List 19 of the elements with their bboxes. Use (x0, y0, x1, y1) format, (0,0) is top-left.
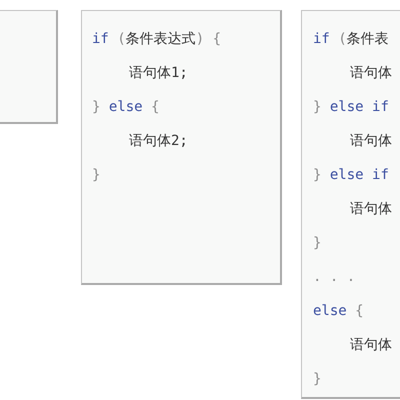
code-line: } (92, 166, 100, 185)
code-box (81, 10, 282, 285)
code-line: 语句体 (350, 132, 392, 151)
code-line: } (313, 234, 322, 253)
code-line: if (条件表达式) { (92, 30, 222, 49)
code-line: 语句体2; (129, 132, 188, 151)
code-line: if (条件表 (313, 30, 389, 49)
code-line: 语句体 (350, 336, 392, 355)
code-line: } else if (313, 98, 389, 117)
code-line: . . . (313, 268, 356, 287)
code-line: 语句体 (350, 200, 392, 219)
code-box (301, 10, 400, 399)
code-line: } else { (92, 98, 160, 117)
code-line: } else if (313, 166, 389, 185)
panel-box (0, 10, 58, 124)
code-line: else { (313, 302, 364, 321)
code-line: 语句体1; (129, 64, 188, 83)
code-line: } (313, 370, 322, 389)
code-line: 语句体 (350, 64, 392, 83)
